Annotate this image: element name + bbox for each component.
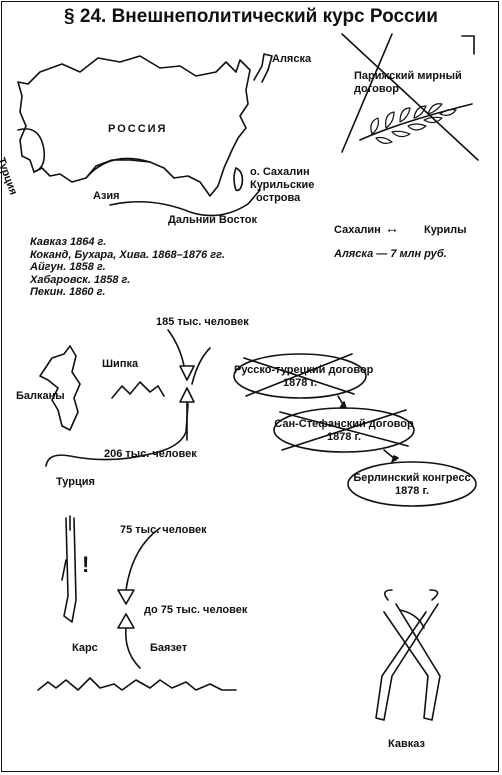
troops-up-to-75-label: до 75 тыс. человек (144, 604, 248, 616)
treaty-1-name: Русско-турецкий договор (234, 364, 374, 376)
alaska-outline (253, 53, 273, 83)
arrow-down-75 (117, 589, 135, 605)
treaty-ellipse-1 (233, 353, 367, 399)
far-east-label: Дальний Восток (168, 214, 258, 226)
russian-troops-arrow (167, 329, 185, 367)
caucasus-label: Кавказ (388, 738, 425, 750)
annexations-list: Кавказ 1864 г. Коканд, Бухара, Хива. 186… (30, 236, 225, 299)
russia-map (17, 53, 273, 217)
troops-75-label: 75 тыс. человек (120, 524, 207, 536)
arrow-down-185 (179, 365, 195, 381)
treaty-3-name: Берлинский конгресс (353, 472, 471, 484)
laurel-branch (359, 103, 473, 141)
kurils-label: Курильские (250, 179, 315, 191)
turkey-balkans-label: Турция (56, 476, 95, 488)
alaska-label: Аляска (272, 53, 312, 65)
asia-border (85, 157, 151, 179)
balkans-label: Балканы (16, 390, 65, 402)
treaty-3-year: 1878 г. (394, 485, 430, 497)
annexation-item: Айгун. 1858 г. (30, 261, 106, 273)
page-title: § 24. Внешнеполитический курс России (64, 6, 438, 27)
annexation-item: Кавказ 1864 г. (30, 236, 107, 248)
rifle-icon (61, 515, 77, 623)
crossed-sabers-icon (375, 589, 441, 721)
exchange-arrow-icon: ↔ (385, 220, 399, 236)
bayazet-label: Баязет (150, 642, 188, 654)
treaty-1-year: 1878 г. (282, 377, 318, 389)
islands-label: острова (256, 192, 301, 204)
asia-label: Азия (93, 190, 120, 202)
turkey-border (17, 128, 46, 173)
shipka-label: Шипка (102, 358, 139, 370)
balkans-outline (39, 345, 81, 431)
shipka-mountains (111, 381, 165, 399)
treaty-2-name: Сан-Стефанский договор (274, 418, 414, 430)
sakhalin-label: о. Сахалин (250, 166, 310, 178)
caucasus-front (37, 515, 441, 721)
treaties-chain (233, 353, 477, 507)
paris-treaty-line1: Парижский мирный (354, 70, 462, 82)
paris-treaty-line2: договор (354, 83, 399, 95)
troops-185-label: 185 тыс. человек (156, 316, 249, 328)
arrow-up-206 (179, 387, 195, 403)
treaty-2-year: 1878 г. (326, 431, 362, 443)
annexation-item: Коканд, Бухара, Хива. 1868–1876 гг. (30, 248, 225, 261)
balkans-map (39, 329, 211, 467)
kars-label: Карс (72, 642, 98, 654)
alaska-sale: Аляска — 7 млн руб. (334, 248, 447, 260)
exchange-sakhalin: Сахалин (334, 224, 381, 236)
turkey-coast (45, 403, 189, 467)
sakhalin-island (233, 167, 244, 192)
exchange-kurils: Курилы (424, 224, 467, 236)
arrow-up-75 (117, 613, 135, 629)
caucasus-mountains (37, 677, 237, 691)
paris-treaty-icon (341, 33, 479, 161)
exclamation-mark: ! (82, 552, 90, 577)
troops-75-arrow (125, 527, 161, 591)
annexation-item: Хабаровск. 1858 г. (30, 273, 131, 286)
russia-label: РОССИЯ (108, 123, 168, 135)
troops-206-label: 206 тыс. человек (104, 448, 197, 460)
far-east-coast (109, 189, 261, 217)
annexation-item: Пекин. 1860 г. (30, 286, 106, 298)
treaty-ellipse-3 (347, 461, 477, 507)
